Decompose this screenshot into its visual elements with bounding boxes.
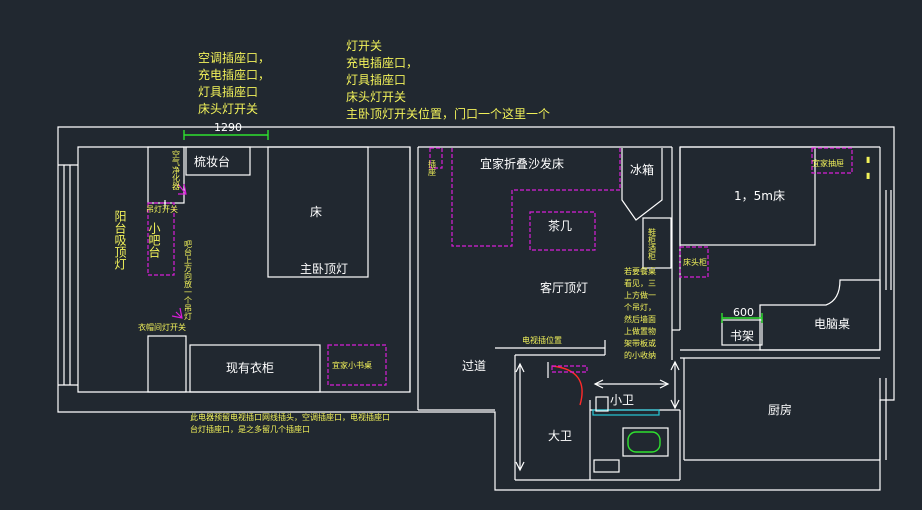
living-room (429, 147, 672, 269)
living-note-2: 看见，三 (624, 279, 656, 288)
label-tv-position: 电视插位置 (522, 335, 562, 345)
living-note-3: 上方做一 (624, 290, 656, 300)
label-sofa: 宜家折叠沙发床 (480, 156, 564, 171)
living-note-7: 架带板或 (624, 338, 656, 348)
label-bed-15: 1，5m床 (734, 189, 785, 203)
label-computer-desk: 电脑桌 (814, 317, 850, 331)
note-left-2: 充电插座口， (198, 67, 270, 82)
label-bookshelf: 书架 (730, 329, 754, 343)
label-shoe-cabinet: 鞋柜酒柜 (648, 227, 657, 261)
note-bottom-1: 此电器预留电视插口网线插头，空调插座口，电视插座口 (190, 412, 390, 422)
socket-icon: ▮ (866, 155, 870, 164)
label-closet-light-switch: 衣帽间灯开关 (138, 322, 186, 332)
note-center-1: 灯开关 (346, 39, 382, 53)
living-note-1: 若要餐桌 (624, 266, 656, 276)
dim-1290: 1290 (214, 121, 242, 134)
label-master-ceiling-light: 主卧顶灯 (300, 262, 348, 276)
note-center-2: 充电插座口， (346, 55, 418, 70)
bathrooms (551, 365, 669, 473)
label-small-bar: 小吧台 (147, 222, 161, 258)
label-bed: 床 (310, 205, 322, 219)
living-note: 若要餐桌 看见，三 上方做一 个吊灯， 然后墙面 上做置物 架带板或 的小收纳 (624, 266, 656, 360)
label-living-room: 客厅顶灯 (540, 280, 588, 295)
label-dressing-table: 梳妆台 (194, 154, 230, 169)
label-small-desk: 宜家小书桌 (332, 360, 372, 370)
left-notes: 空调插座口， 充电插座口， 灯具插座口 床头灯开关 (198, 50, 270, 116)
living-note-4: 个吊灯， (624, 302, 656, 312)
note-center-4: 床头灯开关 (346, 90, 406, 104)
socket-icon-2: ▮ (866, 171, 870, 180)
note-left-1: 空调插座口， (198, 50, 270, 65)
label-socket-box: 插座 (428, 159, 437, 177)
master-bedroom (147, 130, 387, 393)
note-left-3: 灯具插座口 (198, 84, 258, 99)
dim-600: 600 (733, 306, 754, 319)
label-small-bath: 小卫 (610, 393, 634, 407)
living-note-8: 的小收纳 (624, 350, 656, 360)
label-kitchen: 厨房 (768, 402, 792, 417)
living-note-6: 上做置物 (624, 326, 656, 336)
label-big-bath: 大卫 (548, 429, 572, 443)
label-corridor: 过道 (462, 359, 486, 373)
label-right-cabinet: 宜家抽屉 (812, 158, 844, 168)
center-notes: 灯开关 充电插座口， 灯具插座口 床头灯开关 主卧顶灯开关位置，门口一个这里一个 (346, 39, 550, 121)
bottom-notes: 此电器预留电视插口网线插头，空调插座口，电视插座口 台灯插座口，是之多留几个插座… (190, 412, 390, 434)
label-balcony-light: 阳台吸顶灯 (113, 210, 127, 271)
note-bottom-2: 台灯插座口，是之多留几个插座口 (190, 424, 310, 434)
label-bedside-right: 床头柜 (683, 257, 707, 267)
second-bedroom (679, 146, 881, 351)
interior-walls (409, 146, 892, 481)
right-wall-icons: ▮ ▮ (866, 155, 870, 180)
note-center-3: 灯具插座口 (346, 72, 406, 87)
label-existing-wardrobe: 现有衣柜 (226, 360, 274, 375)
label-pendant-switch: 吊灯开关 (146, 204, 178, 214)
label-ac: 空气净化器 (172, 149, 181, 191)
note-left-4: 床头灯开关 (198, 102, 258, 116)
dimension-arrows (171, 183, 680, 472)
label-bar-note: 吧台上方向放一个吊灯 (184, 240, 193, 321)
label-coffee-table: 茶几 (548, 218, 572, 233)
living-note-5: 然后墙面 (624, 314, 656, 324)
note-center-5: 主卧顶灯开关位置，门口一个这里一个 (346, 106, 550, 121)
label-fridge: 冰箱 (630, 162, 654, 177)
